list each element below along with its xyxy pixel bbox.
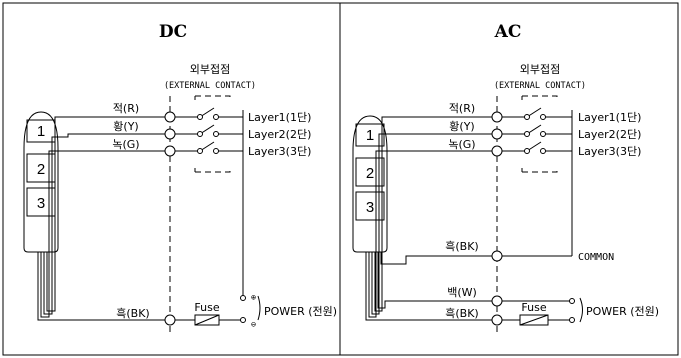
- dc-contact-subtitle: (EXTERNAL CONTACT): [164, 81, 256, 91]
- ac-node-red: [491, 111, 503, 123]
- ac-title: AC: [494, 22, 522, 42]
- ac-tier-2-label: 2: [366, 165, 374, 182]
- dc-wire-bundle: [37, 116, 170, 321]
- dc-wire-label-green: 녹(G): [112, 138, 139, 151]
- dc-power-label: POWER (전원): [264, 305, 337, 318]
- ac-common-label: COMMON: [578, 252, 614, 263]
- ac-wire-bundle: [365, 116, 497, 321]
- dc-tower-body: [23, 111, 59, 253]
- ac-layer-1-label: Layer1(1단): [578, 111, 641, 124]
- ac-tower-light: 1 2 3: [352, 115, 388, 253]
- dc-panel: DC 외부접점 (EXTERNAL CONTACT) 1 2 3 적(R) 황(…: [23, 22, 337, 335]
- ac-tier-2: [355, 157, 385, 187]
- ac-switches: [502, 95, 573, 257]
- dc-wire-label-red: 적(R): [113, 102, 139, 115]
- ac-wire-label-red: 적(R): [449, 102, 475, 115]
- dc-power-minus-terminal: [240, 317, 246, 323]
- dc-node-green: [164, 145, 176, 157]
- dc-title: DC: [159, 22, 187, 42]
- ac-wire-label-green: 녹(G): [448, 138, 475, 151]
- dc-switches: [175, 95, 244, 296]
- ac-wire-label-black-common: 흑(BK): [445, 239, 478, 253]
- ac-wire-label-white: 백(W): [447, 286, 477, 299]
- ac-tier-1: [355, 123, 385, 147]
- dc-tower-light: 1 2 3: [23, 111, 59, 253]
- dc-fuse-label: Fuse: [194, 301, 219, 314]
- ac-node-yellow: [491, 128, 503, 140]
- ac-fuse-label: Fuse: [521, 301, 546, 314]
- dc-wire-label-black: 흑(BK): [116, 306, 149, 320]
- ac-node-white: [491, 295, 503, 307]
- ac-contact-title: 외부접점: [520, 63, 560, 76]
- ac-layer-3-label: Layer3(3단): [578, 145, 641, 158]
- ac-layer-2-label: Layer2(2단): [578, 128, 641, 141]
- dc-wire-label-yellow: 황(Y): [113, 120, 138, 133]
- dc-tier-3-label: 3: [37, 195, 45, 212]
- dc-tier-1-label: 1: [37, 123, 45, 140]
- dc-contact-title: 외부접점: [190, 63, 230, 76]
- dc-minus-symbol: ⊖: [251, 320, 256, 330]
- ac-wire-label-black: 흑(BK): [445, 306, 478, 320]
- ac-tier-1-label: 1: [366, 127, 374, 144]
- ac-fuse: Fuse: [502, 300, 570, 326]
- ac-power-terminal-1: [569, 298, 575, 304]
- dc-node-red: [164, 111, 176, 123]
- dc-tier-2-label: 2: [37, 161, 45, 178]
- dc-node-black: [164, 314, 176, 326]
- ac-node-black: [491, 314, 503, 326]
- dc-layer-1-label: Layer1(1단): [248, 111, 311, 124]
- ac-tier-3-label: 3: [366, 199, 374, 216]
- dc-plus-symbol: ⊕: [251, 293, 256, 303]
- ac-panel: AC 외부접점 (EXTERNAL CONTACT) 1 2 3 적(R) 황(…: [352, 22, 659, 335]
- dc-node-yellow: [164, 128, 176, 140]
- dc-fuse: Fuse: [175, 301, 243, 326]
- dc-layer-3-label: Layer3(3단): [248, 145, 311, 158]
- dc-layer-2-label: Layer2(2단): [248, 128, 311, 141]
- ac-node-green: [491, 145, 503, 157]
- dc-power-bracket: [257, 295, 261, 321]
- ac-power-bracket: [579, 297, 583, 323]
- ac-wire-label-yellow: 황(Y): [449, 120, 474, 133]
- ac-tier-3: [355, 191, 385, 221]
- ac-contact-subtitle: (EXTERNAL CONTACT): [494, 81, 586, 91]
- ac-node-common: [491, 250, 503, 262]
- ac-power-terminal-2: [569, 317, 575, 323]
- ac-tower-body: [352, 115, 388, 253]
- dc-power-plus-terminal: [240, 295, 246, 301]
- ac-power-label: POWER (전원): [586, 305, 659, 318]
